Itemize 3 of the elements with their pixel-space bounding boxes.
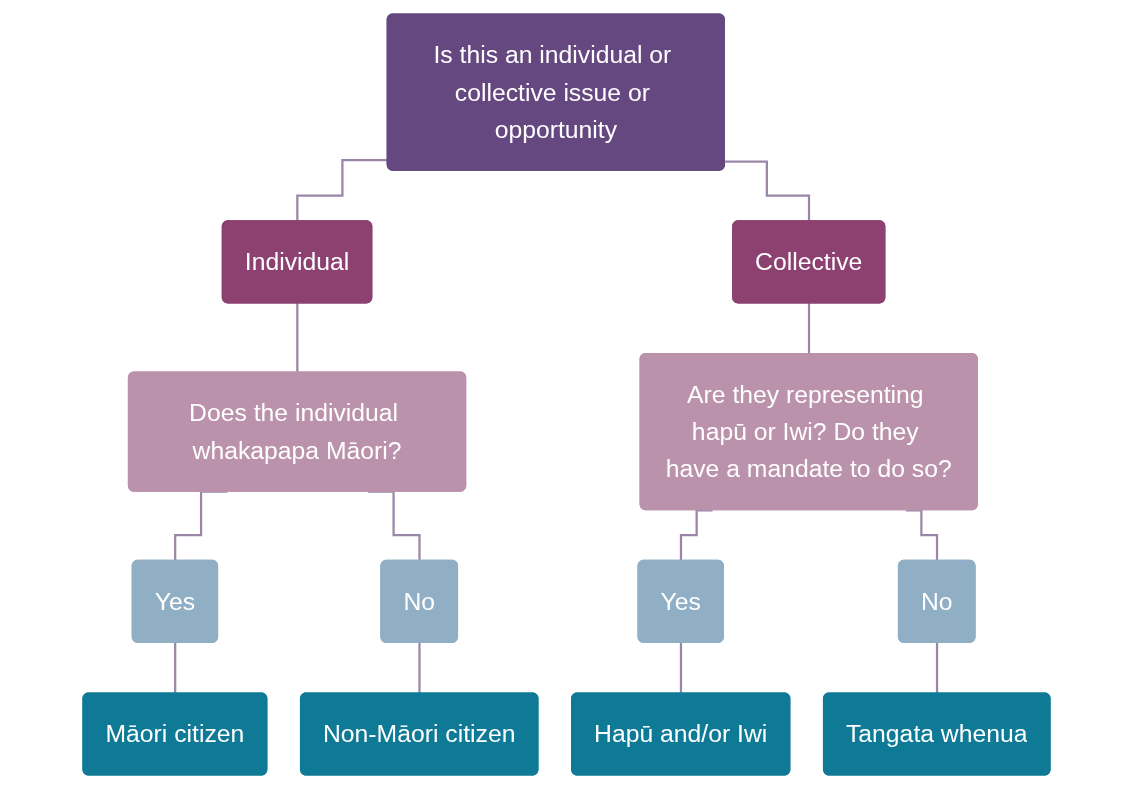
connector [296,302,299,374]
connector [679,509,713,562]
connector [906,509,939,562]
